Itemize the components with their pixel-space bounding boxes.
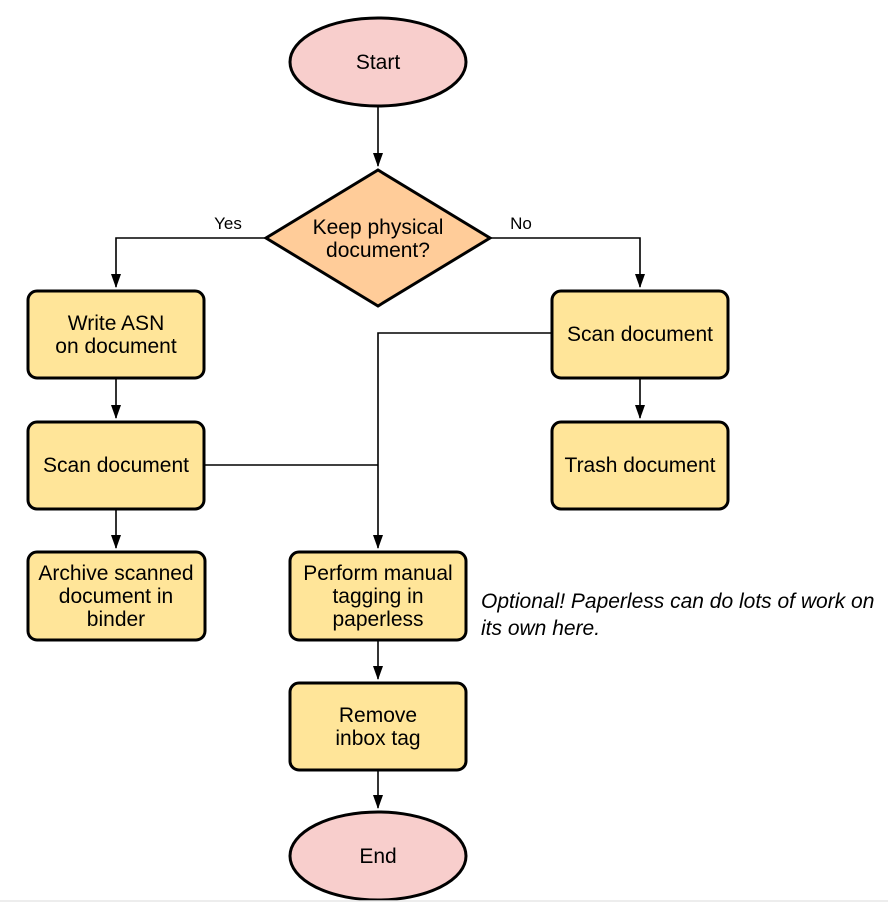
end-ellipse xyxy=(288,810,468,902)
edge-decision-no xyxy=(490,237,645,288)
tagging-label-line1: Perform manual xyxy=(303,562,452,585)
decision-diamond xyxy=(263,168,493,308)
edge-label-yes: Yes xyxy=(214,214,242,233)
edges: Yes No xyxy=(111,106,645,809)
edge-scanright-to-tagging xyxy=(373,332,552,549)
scan-left-label: Scan document xyxy=(43,454,189,477)
scan-left-box xyxy=(26,420,206,511)
tagging-box xyxy=(288,550,468,642)
node-remove-inbox: Remove inbox tag xyxy=(288,681,468,772)
node-write-asn: Write ASN on document xyxy=(26,289,206,380)
archive-label-line1: Archive scanned xyxy=(38,562,193,585)
node-start: Start xyxy=(288,16,468,108)
start-ellipse xyxy=(288,16,468,108)
optional-note: Optional! Paperless can do lots of work … xyxy=(481,590,875,640)
trash-label: Trash document xyxy=(565,454,716,477)
archive-label-line3: binder xyxy=(87,608,145,631)
remove-inbox-box xyxy=(288,681,468,772)
node-archive: Archive scanned document in binder xyxy=(26,550,207,642)
archive-label-line2: document in xyxy=(59,585,173,608)
tagging-label-line3: paperless xyxy=(332,608,423,631)
write-asn-label-line2: on document xyxy=(55,335,177,358)
edge-decision-yes xyxy=(111,237,266,288)
node-end: End xyxy=(288,810,468,902)
decision-label-line1: Keep physical xyxy=(313,216,444,239)
node-trash: Trash document xyxy=(550,420,730,511)
remove-inbox-label-line2: inbox tag xyxy=(335,727,420,750)
remove-inbox-label-line1: Remove xyxy=(339,704,417,727)
start-label: Start xyxy=(356,51,401,74)
archive-box xyxy=(26,550,207,642)
trash-box xyxy=(550,420,730,511)
node-scan-left: Scan document xyxy=(26,420,206,511)
tagging-label-line2: tagging in xyxy=(332,585,423,608)
decision-label-line2: document? xyxy=(326,239,430,262)
end-label: End xyxy=(359,845,396,868)
scan-right-label: Scan document xyxy=(567,323,713,346)
scan-right-box xyxy=(550,289,730,380)
node-tagging: Perform manual tagging in paperless xyxy=(288,550,468,642)
node-decision: Keep physical document? xyxy=(263,168,493,308)
node-scan-right: Scan document xyxy=(550,289,730,380)
write-asn-label-line1: Write ASN xyxy=(68,312,164,335)
write-asn-box xyxy=(26,289,206,380)
edge-label-no: No xyxy=(510,214,532,233)
